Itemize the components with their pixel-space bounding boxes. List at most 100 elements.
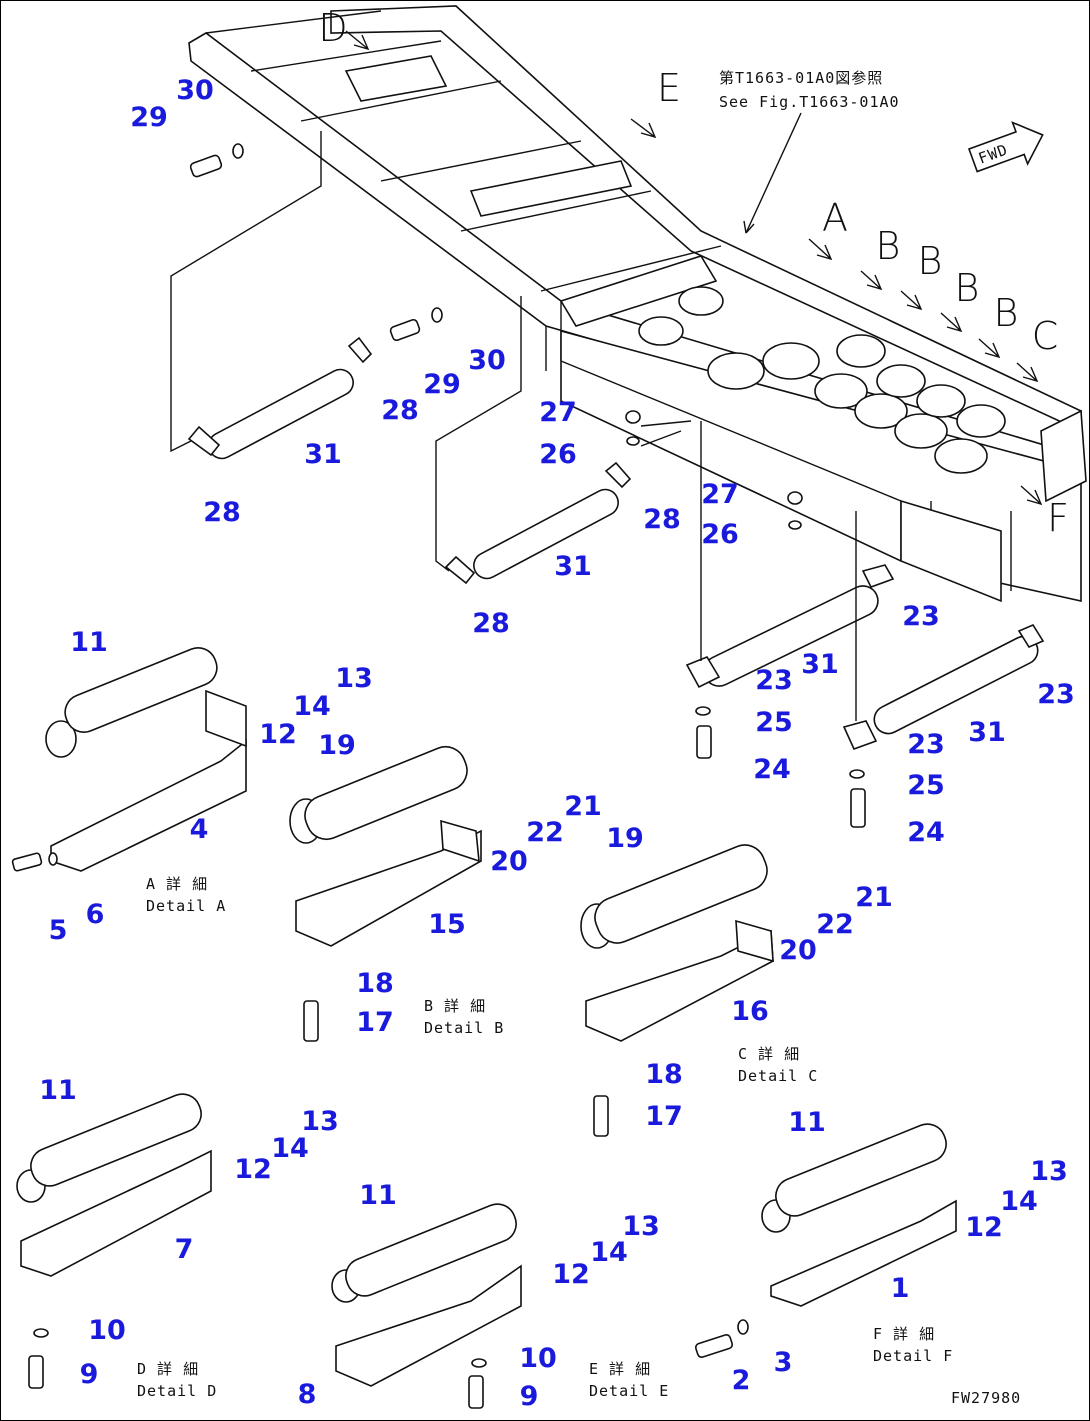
part-callout: 22 bbox=[526, 817, 564, 848]
frame-end-bracket bbox=[1040, 409, 1087, 503]
part-callout: 15 bbox=[428, 909, 466, 940]
detail-caption-jp: D 詳 細 bbox=[137, 1360, 199, 1378]
part-callout: 13 bbox=[622, 1211, 660, 1242]
bracket-23 bbox=[1017, 623, 1045, 649]
bolt-29 bbox=[389, 318, 421, 342]
part-callout: 28 bbox=[381, 395, 419, 426]
part-callout: 13 bbox=[335, 663, 373, 694]
part-callout: 28 bbox=[643, 504, 681, 535]
reference-note-en: See Fig.T1663-01A0 bbox=[719, 93, 900, 111]
part-callout: 13 bbox=[1030, 1156, 1068, 1187]
frame-rollers bbox=[638, 286, 1006, 474]
part-callout: 10 bbox=[88, 1315, 126, 1346]
part-callout: 28 bbox=[472, 608, 510, 639]
part-callout: 9 bbox=[80, 1359, 99, 1390]
bracket-28 bbox=[347, 336, 373, 364]
part-callout: 13 bbox=[301, 1106, 339, 1137]
view-arrow-a bbox=[808, 238, 833, 261]
roller-31 bbox=[473, 488, 619, 580]
part-callout: 7 bbox=[175, 1234, 194, 1265]
view-letter: B bbox=[876, 224, 901, 268]
part-callout: 21 bbox=[855, 882, 893, 913]
part-callout: 31 bbox=[801, 649, 839, 680]
detail-caption-jp: C 詳 細 bbox=[738, 1045, 800, 1063]
detail-c-assembly bbox=[580, 844, 774, 1137]
detail-f-assembly bbox=[694, 1123, 957, 1358]
view-arrow-d bbox=[345, 30, 370, 51]
part-callout: 9 bbox=[520, 1381, 539, 1412]
bracket-23 bbox=[842, 720, 878, 751]
detail-caption-jp: E 詳 細 bbox=[589, 1360, 651, 1378]
part-callout: 30 bbox=[176, 75, 214, 106]
roller-31 bbox=[873, 635, 1039, 735]
bracket-28 bbox=[187, 425, 221, 457]
detail-d-assembly bbox=[16, 1093, 212, 1389]
detail-caption-en: Detail C bbox=[738, 1067, 818, 1085]
bracket-28 bbox=[604, 461, 632, 489]
frame-lower-body bbox=[560, 329, 1082, 602]
view-arrow-e bbox=[630, 118, 657, 139]
detail-caption-en: Detail B bbox=[424, 1019, 504, 1037]
conveyor-frame bbox=[188, 5, 1087, 603]
bolt-24 bbox=[696, 725, 712, 759]
extension-lines bbox=[170, 131, 857, 721]
part-callout: 14 bbox=[271, 1133, 309, 1164]
part-callout: 12 bbox=[965, 1212, 1003, 1243]
reference-note: 第T1663-01A0図参照 See Fig.T1663-01A0 bbox=[719, 69, 900, 234]
bracket-23 bbox=[861, 564, 895, 588]
view-letter: B bbox=[918, 239, 943, 283]
view-letter: B bbox=[994, 291, 1019, 335]
detail-caption: C 詳 細 Detail C bbox=[738, 1045, 818, 1085]
part-callout: 24 bbox=[753, 754, 791, 785]
part-callout: 12 bbox=[234, 1154, 272, 1185]
view-arrow-c bbox=[1016, 362, 1039, 383]
part-callout: 23 bbox=[902, 601, 940, 632]
detail-caption-jp: B 詳 細 bbox=[424, 997, 486, 1015]
part-callout: 24 bbox=[907, 817, 945, 848]
view-arrow-b4 bbox=[978, 338, 1001, 359]
part-callout: 19 bbox=[606, 823, 644, 854]
reference-note-jp: 第T1663-01A0図参照 bbox=[719, 69, 883, 87]
part-callout: 26 bbox=[701, 519, 739, 550]
figure-code: FW27980 bbox=[951, 1389, 1021, 1407]
view-letter: A bbox=[822, 196, 848, 240]
washer-25 bbox=[695, 706, 711, 716]
washer-25 bbox=[849, 769, 865, 779]
part-callout: 23 bbox=[755, 665, 793, 696]
part-callout: 12 bbox=[259, 719, 297, 750]
bolt-29 bbox=[189, 154, 223, 178]
nut-27 bbox=[787, 491, 803, 505]
fasteners-top bbox=[189, 143, 866, 828]
fwd-arrow-icon: FWD bbox=[967, 121, 1044, 173]
part-callout: 5 bbox=[49, 915, 68, 946]
part-callout: 4 bbox=[190, 814, 209, 845]
part-callout: 31 bbox=[304, 439, 342, 470]
part-callout: 14 bbox=[293, 691, 331, 722]
part-callout: 11 bbox=[70, 627, 108, 658]
part-callout: 23 bbox=[1037, 679, 1075, 710]
view-letter: C bbox=[1032, 314, 1059, 358]
part-callout: 29 bbox=[130, 102, 168, 133]
detail-caption-en: Detail E bbox=[589, 1382, 669, 1400]
view-arrows bbox=[345, 30, 1043, 506]
part-callout: 16 bbox=[731, 996, 769, 1027]
part-callout: 26 bbox=[539, 439, 577, 470]
view-arrow-b1 bbox=[860, 270, 883, 291]
part-callout: 17 bbox=[645, 1101, 683, 1132]
part-callout: 14 bbox=[1000, 1186, 1038, 1217]
view-letter: D bbox=[318, 6, 347, 50]
part-callout: 6 bbox=[86, 899, 105, 930]
nut-27 bbox=[625, 410, 641, 424]
part-callout: 14 bbox=[590, 1237, 628, 1268]
washer-26 bbox=[626, 436, 640, 446]
part-callout: 3 bbox=[774, 1347, 793, 1378]
part-callout: 21 bbox=[564, 791, 602, 822]
part-callout: 25 bbox=[755, 707, 793, 738]
part-callout: 23 bbox=[907, 729, 945, 760]
